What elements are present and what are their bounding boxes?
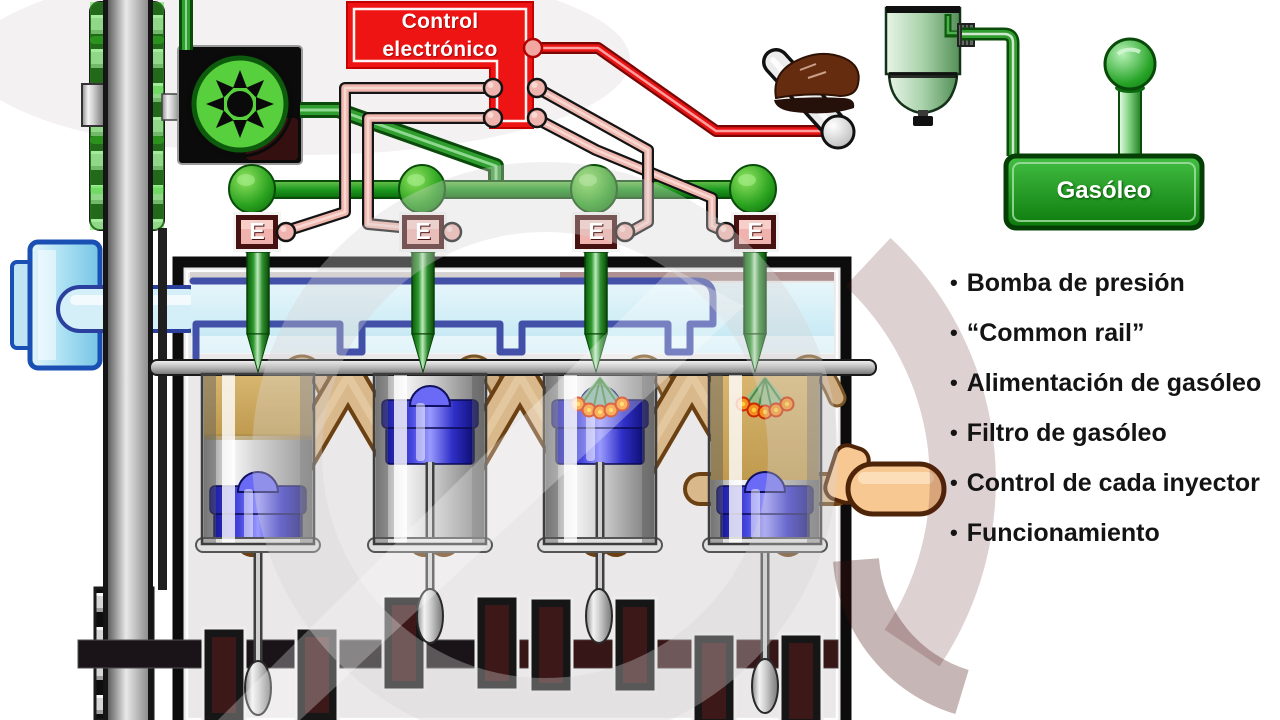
fuel-tank-label: Gasóleo (1056, 177, 1152, 204)
cylinder-3 (536, 372, 664, 616)
rail-node-1 (228, 164, 276, 214)
control-unit-line1: Control (401, 10, 479, 33)
pump-mount-block (81, 83, 105, 127)
wire-e3 (531, 82, 654, 238)
ecu-pedal-connector (522, 37, 544, 59)
electrovalve-2-label: E (415, 218, 431, 244)
fuel-filter (884, 6, 975, 126)
electrovalve-3-label: E (588, 218, 604, 244)
legend-item-operation: • Funcionamiento (950, 508, 1276, 558)
ecu-connector (526, 77, 548, 99)
exhaust-pipe (823, 443, 947, 517)
legend-item-text: Funcionamiento (966, 518, 1160, 547)
legend-item-text: Filtro de gasóleo (966, 418, 1167, 447)
cylinder-head-gallery (189, 277, 834, 362)
legend-item-text: Bomba de presión (966, 268, 1185, 297)
legend-item-pump: • Bomba de presión (950, 258, 1276, 308)
bullet-icon: • (950, 320, 958, 345)
wire-e1 (280, 82, 499, 237)
electrovalve-4-label: E (747, 218, 763, 244)
legend-item-filter: • Filtro de gasóleo (950, 408, 1276, 458)
bullet-icon: • (950, 370, 958, 395)
head-gasket-bar (149, 359, 877, 376)
bullet-icon: • (950, 420, 958, 445)
bullet-icon: • (950, 470, 958, 495)
legend-item-text: Control de cada inyector (966, 468, 1260, 497)
ecu-connector (482, 107, 504, 129)
filter-to-tank-pipe (962, 27, 1020, 156)
drive-belt (103, 0, 167, 720)
legend-list: • Bomba de presión • “Common rail” • Ali… (950, 258, 1276, 558)
rod-big-end (751, 658, 779, 714)
legend-item-common-rail: • “Common rail” (950, 308, 1276, 358)
accelerator-pedal (762, 48, 860, 150)
control-unit-label: Control electrónico (347, 8, 533, 64)
control-unit-line2: electrónico (382, 38, 498, 61)
pump-to-rail-pipe (300, 102, 504, 184)
legend-item-text: “Common rail” (966, 318, 1145, 347)
pressure-pump (177, 45, 303, 165)
pedal-wire (527, 42, 830, 137)
rail-node-4 (729, 164, 777, 214)
bullet-icon: • (950, 520, 958, 545)
ecu-connector (482, 77, 504, 99)
valve-connector-1 (275, 221, 297, 243)
cylinder-4 (701, 372, 829, 686)
legend-item-text: Alimentación de gasóleo (966, 368, 1262, 397)
lever-knob (1103, 37, 1157, 91)
cylinder-2 (366, 372, 494, 616)
legend-item-fuel-feed: • Alimentación de gasóleo (950, 358, 1276, 408)
legend-item-injector-control: • Control de cada inyector (950, 458, 1276, 508)
control-unit (346, 1, 548, 129)
rod-big-end (585, 588, 613, 644)
ecu-connector (526, 107, 548, 129)
fuel-tank-lever (1003, 37, 1205, 231)
watermark (218, 162, 996, 720)
electrovalve-1-label: E (249, 218, 265, 244)
pump-gear-icon (206, 70, 274, 138)
bullet-icon: • (950, 270, 958, 295)
crankshaft (77, 594, 839, 720)
shoe-icon (774, 52, 860, 114)
cylinder-1 (194, 372, 322, 688)
